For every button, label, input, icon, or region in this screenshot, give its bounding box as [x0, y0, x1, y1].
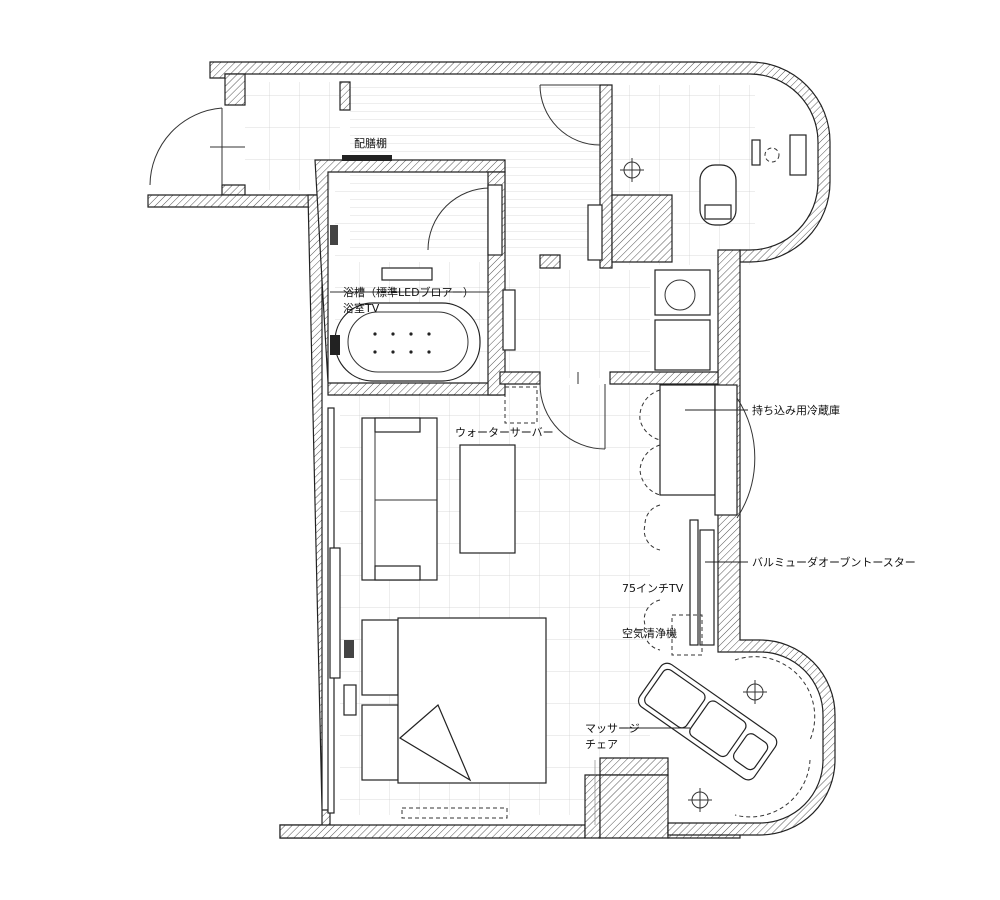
washbasin	[502, 269, 711, 371]
fridge-label: 持ち込み用冷蔵庫	[752, 403, 840, 417]
massage-chair: マッサージ チェア	[585, 656, 816, 818]
bathroom: 浴槽（標準LEDブロアー） 浴室TV	[330, 225, 490, 382]
entrance-door	[149, 107, 245, 186]
toaster-label: バルミューダオーブントースター	[752, 555, 916, 569]
wall-console	[327, 407, 357, 814]
bathroom-tv-label: 浴室TV	[343, 301, 380, 315]
sofa-set	[361, 417, 516, 581]
tv-unit: バルミューダオーブントースター 75インチTV 空気清浄機	[622, 504, 916, 656]
bed	[361, 617, 547, 819]
pantry-shelf-label: 配膳棚	[354, 136, 387, 150]
water-server: ウォーターサーバー	[455, 383, 606, 450]
walls	[147, 61, 836, 839]
toilet-room	[620, 134, 807, 226]
fridge: 持ち込み用冷蔵庫	[639, 384, 840, 519]
tv-label: 75インチTV	[622, 582, 684, 595]
massage-chair-label-1: マッサージ	[585, 722, 640, 735]
bathtub-label: 浴槽（標準LEDブロアー）	[343, 285, 474, 299]
pantry-shelf: 配膳棚	[342, 136, 392, 161]
closet-doors	[427, 84, 603, 261]
air-purifier-label: 空気清浄機	[622, 626, 677, 640]
water-server-label: ウォーターサーバー	[455, 426, 554, 439]
massage-chair-label-2: チェア	[585, 738, 618, 751]
room-divider	[577, 372, 596, 825]
